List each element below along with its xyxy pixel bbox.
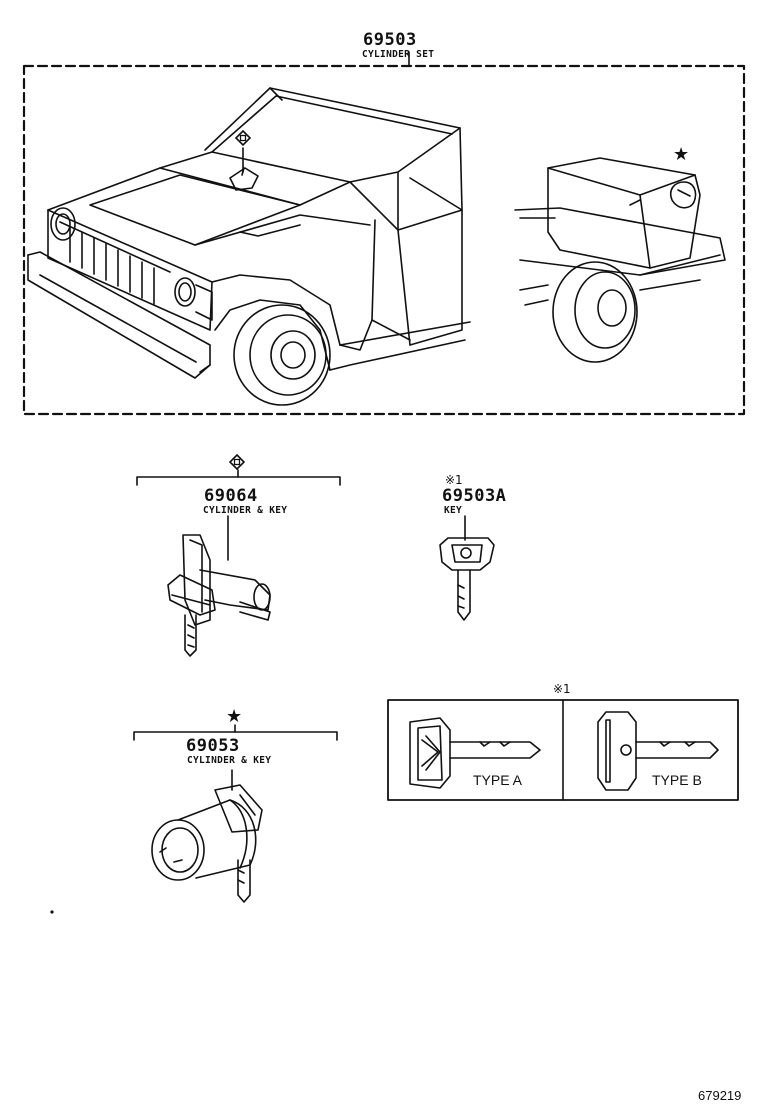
- hood-lock-part-number: 69064: [204, 486, 258, 506]
- diamond-square-icon: [229, 454, 245, 470]
- tank-lock-bracket: [133, 724, 338, 741]
- tank-lock-part-number: 69053: [186, 736, 240, 756]
- type-b-label: TYPE B: [652, 772, 702, 788]
- key-types-box: [387, 699, 739, 801]
- cylinder-set-boundary: [22, 51, 746, 416]
- tank-lock-cylinder-illustration: [151, 769, 263, 903]
- type-a-label: TYPE A: [473, 772, 523, 788]
- set-description: CYLINDER SET: [362, 49, 435, 60]
- key-69503a-illustration: [439, 515, 495, 621]
- hood-lock-bracket: [136, 469, 341, 486]
- hood-lock-cylinder-illustration: [167, 515, 271, 657]
- star-icon: ★: [226, 706, 243, 727]
- star-icon: ★: [673, 144, 690, 165]
- hood-lock-description: CYLINDER & KEY: [203, 505, 288, 516]
- truck-illustration: [27, 87, 726, 406]
- diagram-reference-number: 679219: [698, 1088, 742, 1103]
- key-types-note-mark: ※1: [553, 682, 571, 696]
- key-description: KEY: [444, 505, 463, 516]
- tank-lock-description: CYLINDER & KEY: [187, 755, 272, 766]
- key-part-number: 69503A: [442, 486, 507, 506]
- set-part-number: 69503: [363, 30, 417, 50]
- key-note-mark: ※1: [445, 473, 463, 487]
- diamond-square-icon: [235, 130, 251, 146]
